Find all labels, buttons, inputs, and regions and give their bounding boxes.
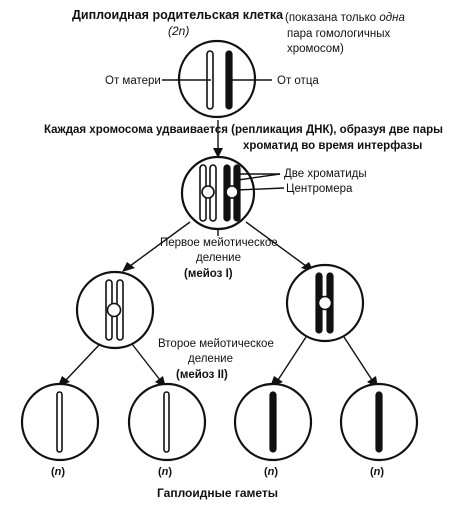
meiosis1-left-arrowhead: [122, 262, 135, 272]
paternal-centromere: [225, 185, 239, 199]
meiosis2-label-2: деление: [188, 353, 233, 365]
meiosis1-left-line: [129, 221, 191, 267]
gamete-1-ploidy: (n): [51, 466, 65, 478]
gamete-cell-4: [339, 382, 419, 462]
gamete-2-ploidy: (n): [158, 466, 172, 478]
maternal-centromere: [201, 185, 215, 199]
gamete-4-chromosome: [375, 391, 383, 453]
parent-cell-outline: [177, 39, 257, 119]
daughter-cell-maternal: [75, 270, 155, 350]
replication-caption-1: Каждая хромосома удваивается (репликация…: [44, 124, 443, 136]
centromere-leader: [236, 187, 285, 191]
daughter-cell-paternal: [285, 263, 365, 343]
gamete-4-ploidy: (n): [370, 466, 384, 478]
gamete-1-chromosome: [56, 391, 63, 453]
two-chromatids-label: Две хроматиды: [284, 168, 367, 180]
meiosis2-arrow-4: [343, 336, 373, 381]
chromatids-leader-2: [237, 173, 281, 181]
meiosis2-arrow-1: [65, 343, 101, 381]
meiosis2-arrow-3: [277, 336, 307, 381]
parent-cell: [177, 39, 257, 119]
daughter-paternal-centromere: [317, 295, 333, 311]
gamete-3-chromosome: [269, 391, 277, 453]
arrow-head-replicated: [213, 148, 223, 158]
replicated-cell-outline: [180, 155, 256, 231]
meiosis2-arrow-2: [131, 343, 161, 381]
meiosis1-label-2: деление: [196, 252, 241, 264]
haploid-gametes-caption: Гаплоидные гаметы: [157, 486, 278, 500]
gamete-cell-2: [127, 382, 207, 462]
note-line-3: хромосом): [287, 43, 344, 55]
note-line-1: (показана только одна: [285, 12, 405, 24]
meiosis1-label-3: (мейоз I): [184, 268, 233, 280]
gamete-2-chromosome: [163, 391, 170, 453]
gamete-cell-1: [20, 382, 100, 462]
daughter-maternal-centromere: [106, 302, 122, 318]
replicated-cell: [180, 155, 256, 231]
meiosis1-label-1: Первое мейотическое: [160, 237, 278, 249]
from-father-label: От отца: [277, 75, 319, 87]
ploidy-2n-label: (2n): [168, 24, 189, 38]
from-mother-label: От матери: [105, 75, 161, 87]
gamete-cell-3: [233, 382, 313, 462]
meiosis2-label-1: Второе мейотическое: [158, 338, 274, 350]
diagram-title: Диплоидная родительская клетка: [72, 8, 284, 22]
replication-caption-2: хроматид во время интерфазы: [243, 140, 423, 152]
note-line-2: пара гомологичных: [287, 28, 390, 40]
meiosis2-label-3: (мейоз II): [176, 369, 228, 381]
centromere-label: Центромера: [286, 183, 353, 195]
gamete-3-ploidy: (n): [264, 466, 278, 478]
meiosis1-right-line: [245, 221, 307, 267]
